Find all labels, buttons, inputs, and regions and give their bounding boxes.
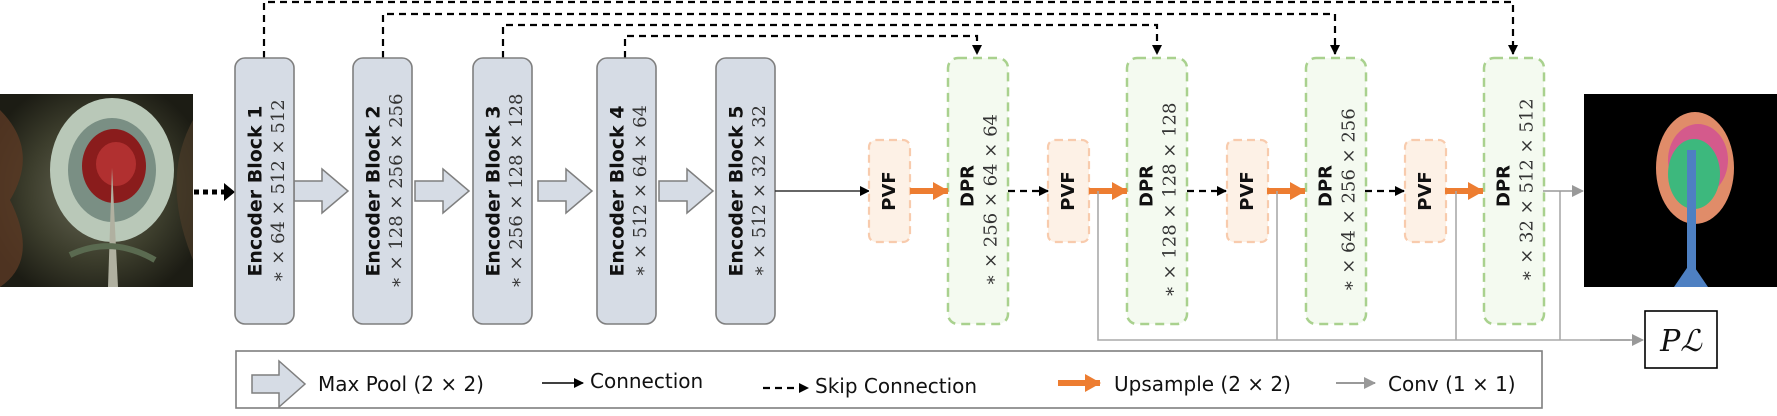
dpr-dims: ∗ × 256 × 64 × 64 [981,114,1002,286]
encoder-dims: ∗ × 512 × 32 × 32 [749,105,770,277]
maxpool-arrow-2 [414,167,471,215]
legend-connection-label: Connection [590,369,703,393]
maxpool-arrow-1 [293,167,350,215]
dpr-dims: ∗ × 128 × 128 × 128 [1160,103,1181,298]
pvf-label: PVF [1058,171,1079,210]
maxpool-arrows [293,167,715,215]
encoder-block-3: Encoder Block 3∗ × 256 × 128 × 128 [472,57,533,325]
encoder-block-4: Encoder Block 4∗ × 512 × 64 × 64 [596,57,657,325]
pvf-label: PVF [1237,171,1258,210]
skip-connection-2 [381,12,1340,58]
encoder-title: Encoder Block 4 [607,105,629,276]
encoder-block-1: Encoder Block 1∗ × 64 × 512 × 512 [234,57,295,325]
pvf-label: PVF [1415,171,1436,210]
skip-connection-4 [623,34,982,58]
pvf-module-2: PVF [1046,138,1091,244]
encoder-dims: ∗ × 64 × 512 × 512 [268,99,289,282]
legend-maxpool-icon [251,359,307,409]
pvf-label: PVF [879,171,900,210]
encoder-title: Encoder Block 2 [363,105,385,276]
dpr-block-2: DPR∗ × 128 × 128 × 128 [1125,56,1189,326]
encoder-title: Encoder Block 1 [245,105,267,276]
legend: Max Pool (2 × 2) Connection Skip Connect… [235,350,1543,409]
pvf-module-4: PVF [1403,138,1448,244]
maxpool-arrow-3 [537,167,594,215]
encoder-dims: ∗ × 256 × 128 × 128 [506,94,527,289]
input-image [0,94,193,287]
legend-frame [235,350,1543,409]
maxpool-arrow-4 [658,167,715,215]
loss-box: 𝑃ℒ [1644,310,1718,369]
dpr-title: DPR [1137,165,1158,207]
pvf-module-3: PVF [1225,138,1270,244]
dpr-block-4: DPR∗ × 32 × 512 × 512 [1482,56,1546,326]
skip-connections [262,0,1518,58]
legend-skip-label: Skip Connection [815,374,977,398]
encoder-block-5: Encoder Block 5∗ × 512 × 32 × 32 [715,57,776,325]
encoder-title: Encoder Block 3 [483,105,505,276]
encoder-dims: ∗ × 512 × 64 × 64 [630,105,651,277]
conv-connections [1097,185,1644,346]
legend-maxpool-label: Max Pool (2 × 2) [318,372,484,396]
output-segmentation [1584,94,1777,287]
loss-label: 𝑃ℒ [1659,324,1703,359]
pvf-module-1: PVF [867,138,912,244]
dpr-block-1: DPR∗ × 256 × 64 × 64 [946,56,1010,326]
dpr-title: DPR [1316,165,1337,207]
skip-connection-3 [501,23,1162,58]
dpr-dims: ∗ × 32 × 512 × 512 [1517,98,1538,281]
encoder-block-2: Encoder Block 2∗ × 128 × 256 × 256 [352,57,413,325]
dpr-dims: ∗ × 64 × 256 × 256 [1339,108,1360,291]
dpr-title: DPR [1494,165,1515,207]
skip-connection-1 [262,0,1518,58]
dpr-title: DPR [958,165,979,207]
encoder-title: Encoder Block 5 [726,105,748,276]
dpr-block-3: DPR∗ × 64 × 256 × 256 [1304,56,1368,326]
legend-upsample-label: Upsample (2 × 2) [1114,372,1291,396]
legend-conv-label: Conv (1 × 1) [1388,372,1516,396]
encoder-dims: ∗ × 128 × 256 × 256 [386,94,407,289]
